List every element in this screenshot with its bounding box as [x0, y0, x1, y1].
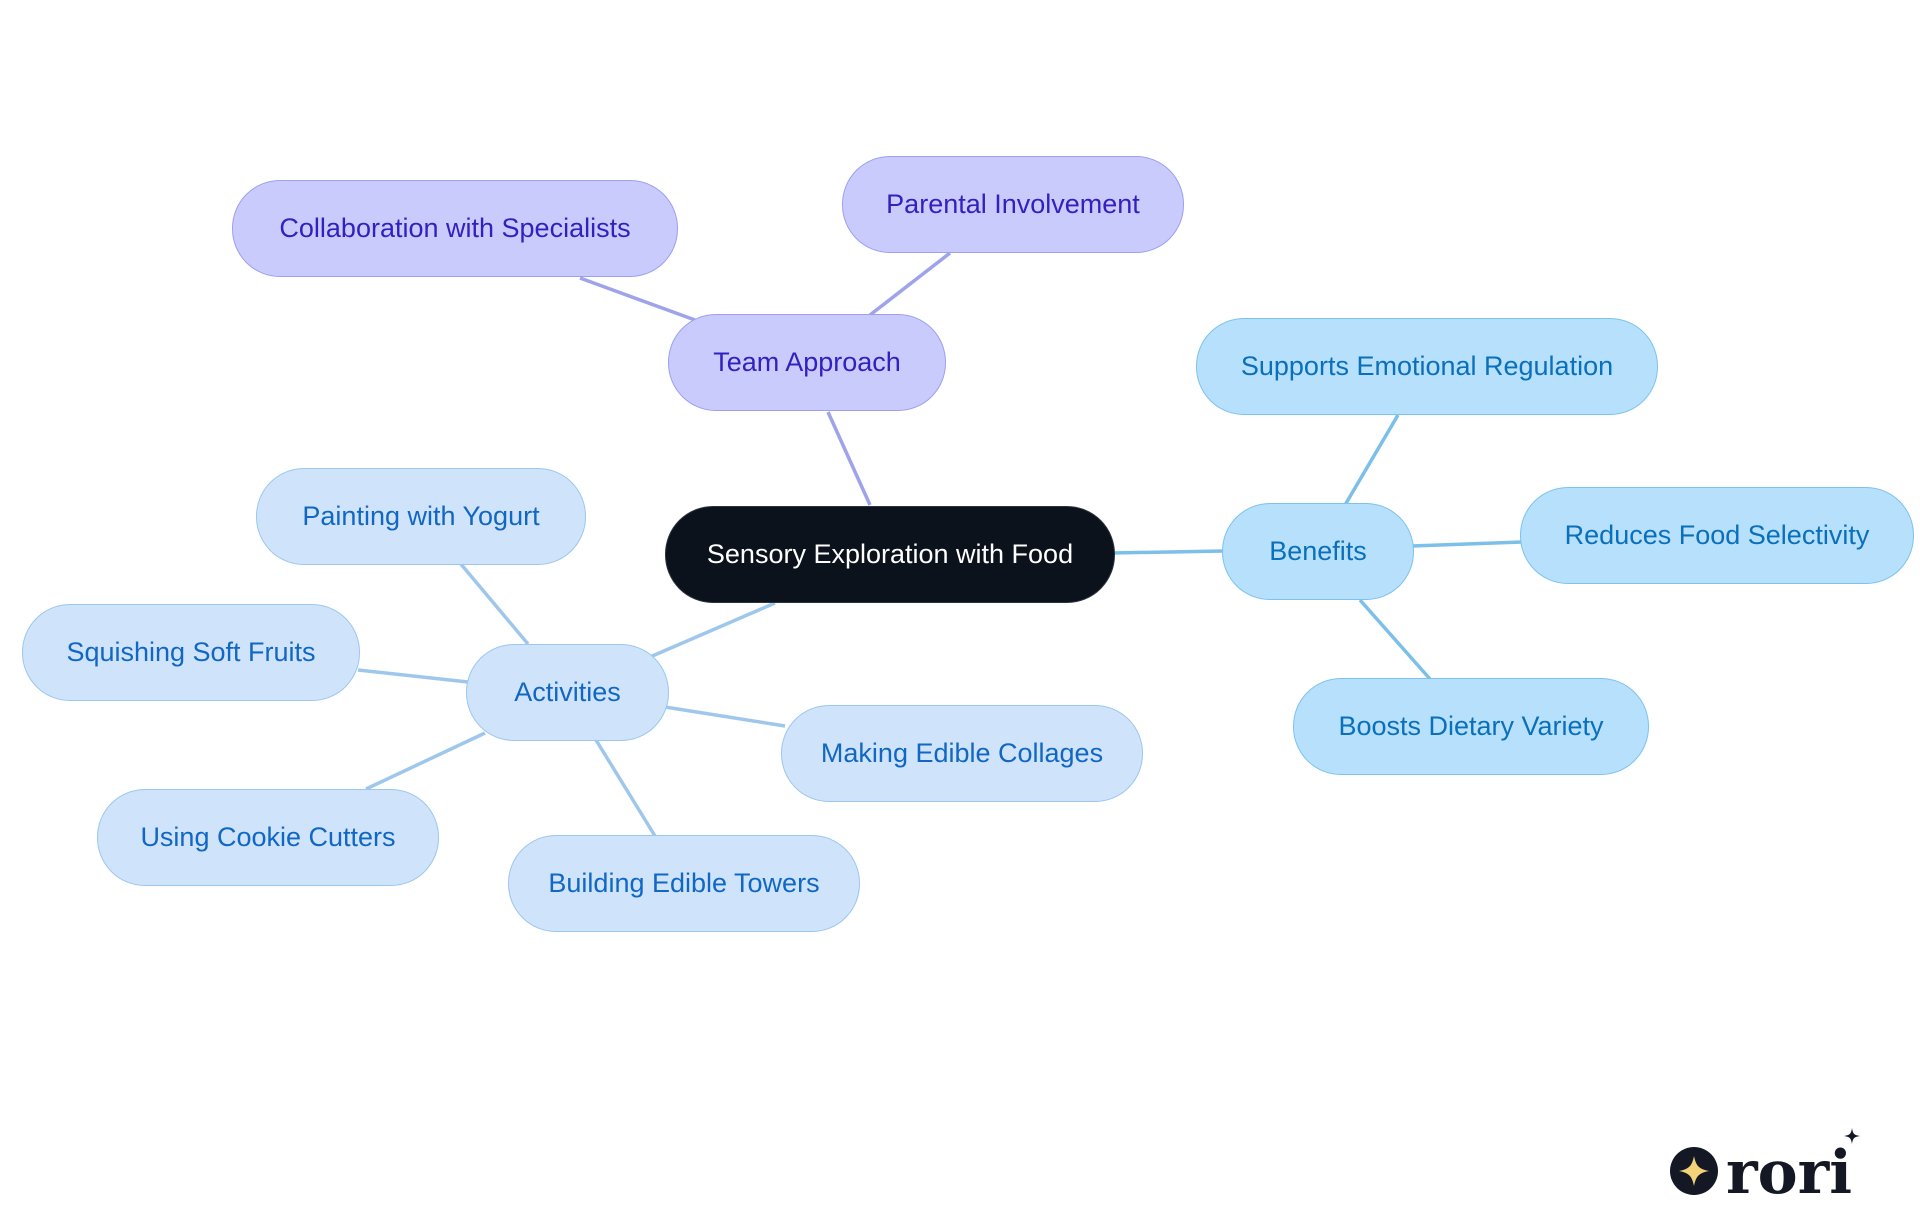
activities-label: Activities: [514, 677, 621, 707]
emotional-regulation-node[interactable]: Supports Emotional Regulation: [1196, 318, 1658, 415]
edge-team-parental: [868, 251, 952, 317]
edge-benefits-selectivity: [1411, 540, 1523, 548]
edge-activities-collages: [664, 705, 786, 728]
squishing-fruits-node[interactable]: Squishing Soft Fruits: [22, 604, 360, 701]
edge-root-team: [826, 411, 872, 506]
dietary-variety-node[interactable]: Boosts Dietary Variety: [1293, 678, 1649, 775]
edge-root-benefits: [1111, 549, 1224, 555]
edible-collages-node[interactable]: Making Edible Collages: [781, 705, 1143, 802]
edible-collages-label: Making Edible Collages: [820, 738, 1104, 768]
painting-yogurt-label: Painting with Yogurt: [302, 501, 540, 531]
benefits-label: Benefits: [1269, 536, 1367, 566]
dietary-variety-label: Boosts Dietary Variety: [1338, 711, 1604, 741]
emotional-regulation-label: Supports Emotional Regulation: [1240, 351, 1614, 381]
team-approach-label: Team Approach: [713, 347, 901, 377]
root-node[interactable]: Sensory Exploration with Food: [665, 506, 1115, 603]
logo-star-icon: [1844, 1128, 1860, 1144]
edge-benefits-variety: [1358, 598, 1432, 681]
logo-wordmark: rori: [1726, 1138, 1852, 1196]
team-approach-node[interactable]: Team Approach: [668, 314, 946, 411]
collaboration-label: Collaboration with Specialists: [279, 213, 631, 243]
edge-activities-towers: [594, 739, 657, 837]
activities-node[interactable]: Activities: [466, 644, 669, 741]
edible-towers-node[interactable]: Building Edible Towers: [508, 835, 860, 932]
edge-team-collaboration: [579, 276, 696, 322]
edge-activities-painting: [458, 561, 530, 646]
parental-involvement-node[interactable]: Parental Involvement: [842, 156, 1184, 253]
edge-activities-squishing: [357, 668, 469, 684]
painting-yogurt-node[interactable]: Painting with Yogurt: [256, 468, 586, 565]
parental-involvement-label: Parental Involvement: [886, 189, 1140, 219]
cookie-cutters-label: Using Cookie Cutters: [140, 822, 396, 852]
squishing-fruits-label: Squishing Soft Fruits: [66, 637, 316, 667]
root-node-label: Sensory Exploration with Food: [706, 539, 1074, 569]
food-selectivity-label: Reduces Food Selectivity: [1564, 520, 1870, 550]
edge-root-activities: [649, 601, 776, 659]
edible-towers-label: Building Edible Towers: [548, 868, 820, 898]
food-selectivity-node[interactable]: Reduces Food Selectivity: [1520, 487, 1914, 584]
collaboration-node[interactable]: Collaboration with Specialists: [232, 180, 678, 277]
edge-benefits-emotional: [1343, 414, 1400, 506]
benefits-node[interactable]: Benefits: [1222, 503, 1414, 600]
rori-logo-mark: rori: [1670, 1128, 1860, 1208]
sparkle-icon: [1679, 1156, 1709, 1186]
edge-activities-cookie: [365, 731, 486, 791]
cookie-cutters-node[interactable]: Using Cookie Cutters: [97, 789, 439, 886]
rori-logo: rori: [1660, 1128, 1860, 1208]
